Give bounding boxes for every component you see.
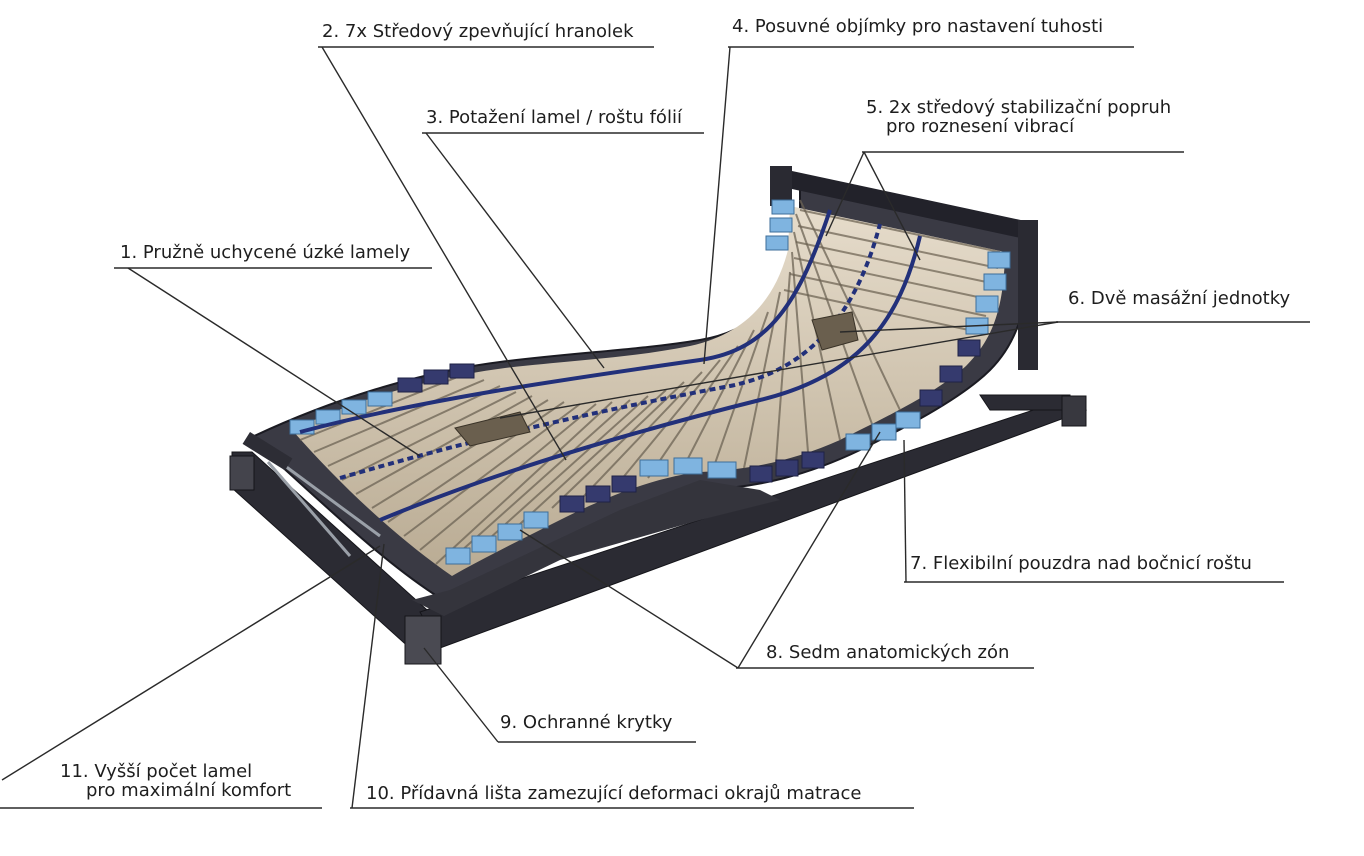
callout-4: 4. Posuvné objímky pro nastavení tuhosti <box>732 16 1104 37</box>
leader-1-diag <box>127 267 421 457</box>
callout-11-line1: 11. Vyšší počet lamel <box>60 761 253 782</box>
base-frame <box>229 394 1088 665</box>
leader-4-diag <box>703 46 731 365</box>
callout-7: 7. Flexibilní pouzdra nad bočnicí roštu <box>910 553 1252 574</box>
leader-2-diag <box>321 46 567 461</box>
callout-11-line2: pro maximální komfort <box>86 780 292 801</box>
stabilizing-straps <box>299 209 922 522</box>
callout-6: 6. Dvě masážní jednotky <box>1068 288 1291 309</box>
leader-5-diag-b <box>863 151 921 261</box>
leader-8-diag-a <box>519 529 739 669</box>
callout-8: 8. Sedm anatomických zón <box>766 642 1010 663</box>
callout-5-line1: 5. 2x středový stabilizační popruh <box>866 97 1172 118</box>
leader-7-diag <box>903 439 907 583</box>
flexible-caps-dark <box>397 339 981 513</box>
leader-9-diag <box>423 647 499 743</box>
leader-10-diag <box>351 543 385 809</box>
leader-8-diag-b <box>737 431 881 669</box>
massage-unit-1 <box>454 411 531 447</box>
leader-3-diag <box>425 132 605 369</box>
callout-10: 10. Přídavná lišta zamezující deformaci … <box>366 783 862 804</box>
callout-9: 9. Ochranné krytky <box>500 712 673 733</box>
callout-11: 11. Vyšší počet lamel pro maximální komf… <box>60 762 291 800</box>
leader-11-diag <box>1 545 381 781</box>
protective-cap-back <box>229 455 255 491</box>
leader-6-diag-b <box>839 321 1059 333</box>
callout-3: 3. Potažení lamel / roštu fólií <box>426 107 682 128</box>
callout-5: 5. 2x středový stabilizační popruh pro r… <box>866 98 1171 136</box>
leader-lines <box>0 46 1310 809</box>
callout-5-line2: pro roznesení vibrací <box>886 116 1075 137</box>
leader-6-diag-a <box>499 321 1059 419</box>
leader-5-diag-a <box>825 151 865 237</box>
protective-cap-front <box>404 615 442 665</box>
massage-unit-2 <box>811 311 859 351</box>
callout-1: 1. Pružně uchycené úzké lamely <box>120 242 411 263</box>
callout-2: 2. 7x Středový zpevňující hranolek <box>322 21 634 42</box>
